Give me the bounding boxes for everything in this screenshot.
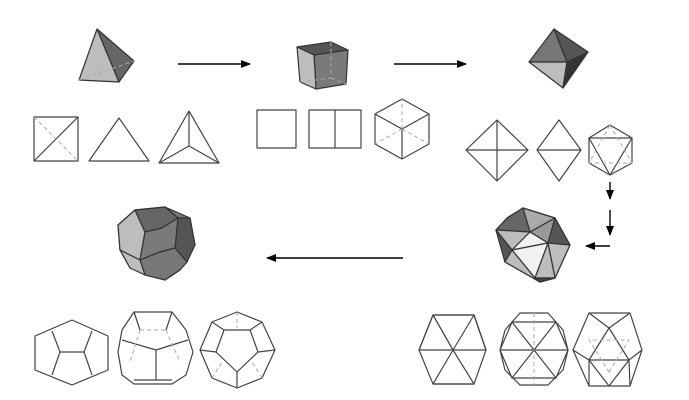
icosahedron-view-edge bbox=[418, 314, 487, 385]
cube-view-side bbox=[308, 109, 362, 149]
tetrahedron-solid bbox=[78, 28, 135, 83]
octahedron-solid bbox=[528, 28, 589, 89]
dodecahedron-view-face bbox=[34, 319, 109, 386]
dodecahedron-view-edge bbox=[199, 311, 276, 389]
icosahedron-view-face bbox=[572, 312, 643, 387]
octahedron-view-top bbox=[465, 119, 529, 182]
dodecahedron-solid bbox=[117, 206, 196, 281]
tetrahedron-view-square bbox=[33, 116, 79, 162]
cube-view-front bbox=[256, 109, 297, 149]
icosahedron-view-vertex bbox=[499, 312, 569, 386]
octahedron-view-face bbox=[588, 123, 633, 176]
icosahedron-solid bbox=[495, 207, 571, 283]
octahedron-view-side bbox=[536, 119, 582, 182]
tetrahedron-view-triangle bbox=[88, 117, 150, 162]
dodecahedron-view-vertex bbox=[117, 311, 194, 385]
cube-view-isometric bbox=[374, 98, 430, 160]
tetrahedron-view-top bbox=[158, 110, 220, 164]
cube-solid bbox=[296, 41, 349, 90]
